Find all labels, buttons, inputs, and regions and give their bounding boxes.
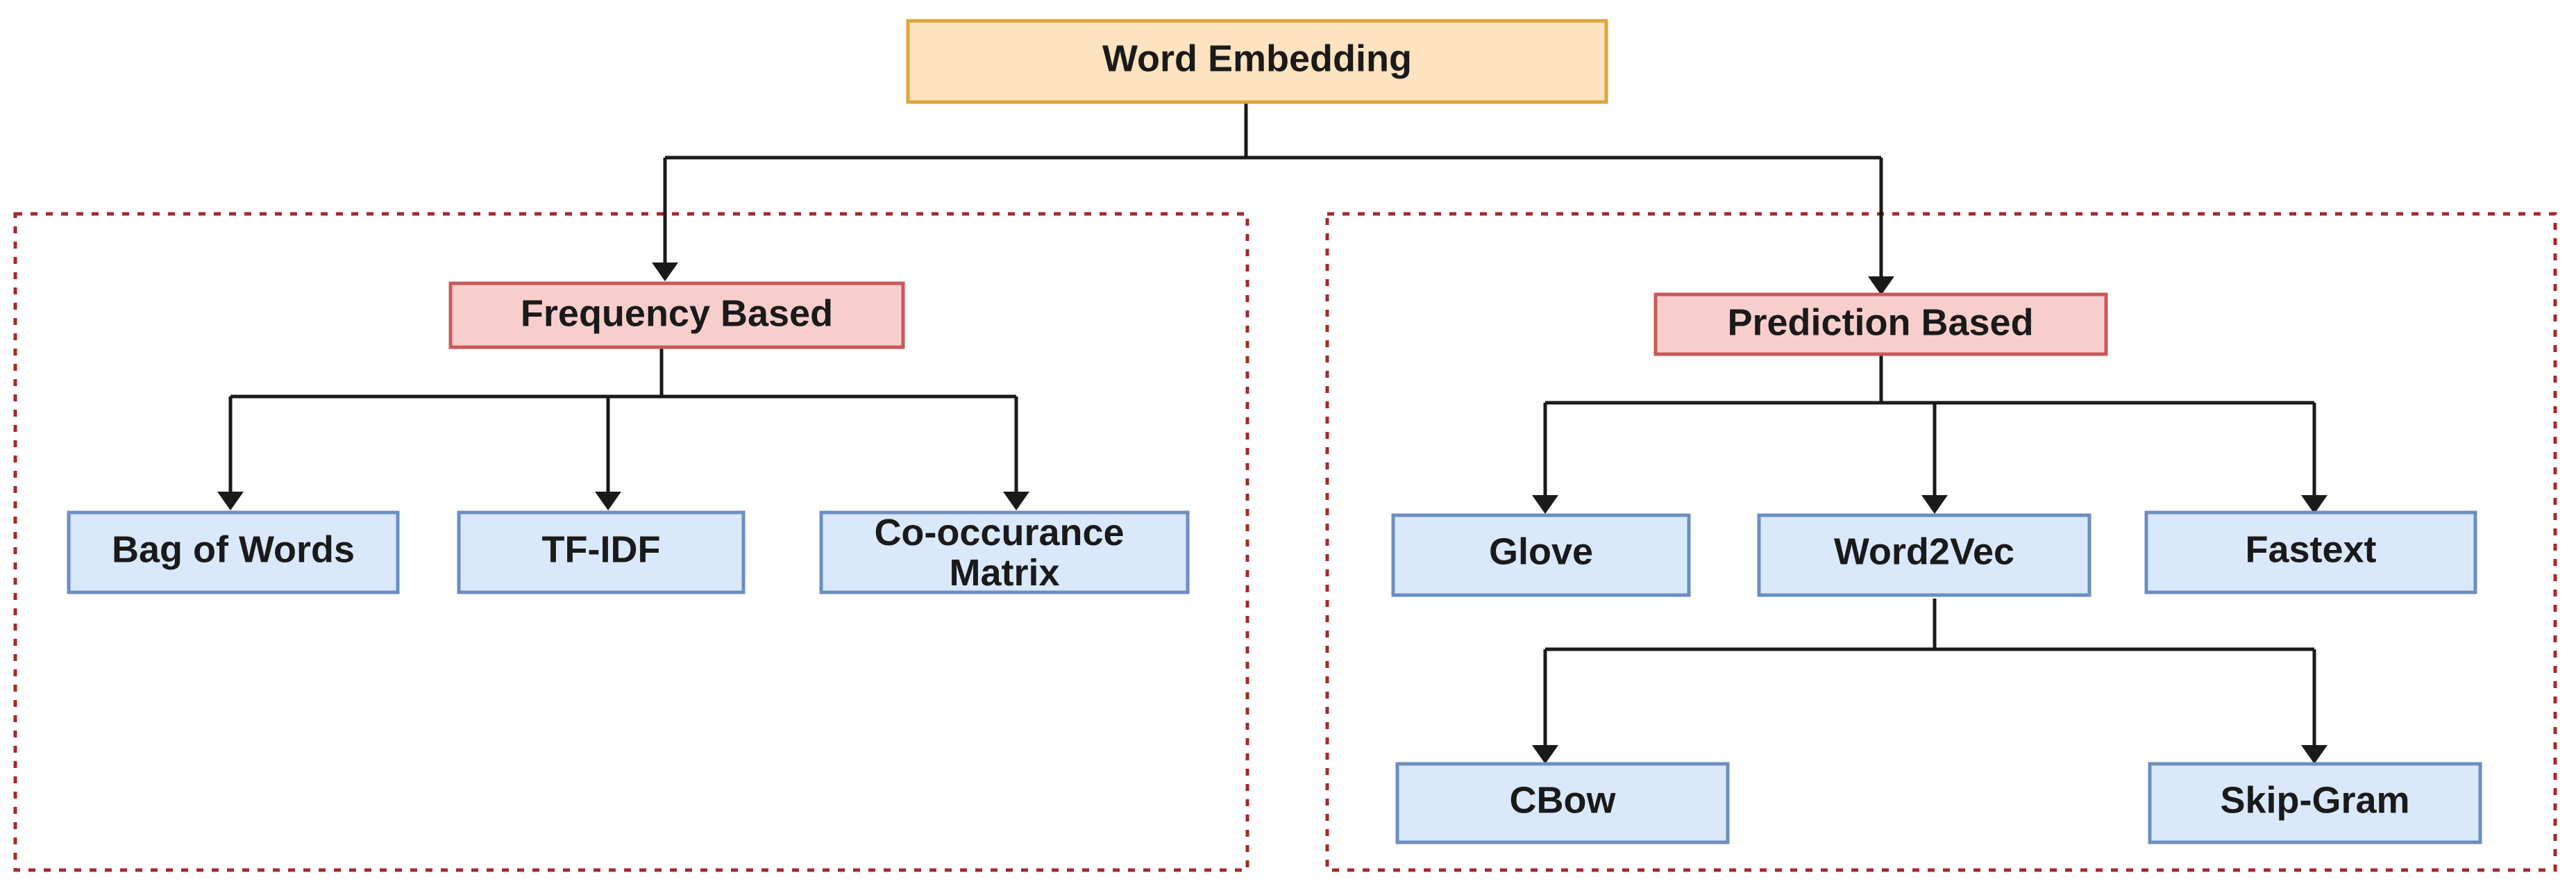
frequency-based-node: Frequency Based (448, 281, 905, 349)
arrowhead-prediction (1868, 276, 1894, 295)
prediction-group-border (1325, 212, 2557, 872)
skip-gram-label: Skip-Gram (2220, 779, 2409, 821)
frequency-based-box (448, 281, 905, 349)
arrowhead-frequency (652, 262, 678, 281)
arrowhead-glove (1532, 495, 1558, 514)
root-node-label: Word Embedding (1102, 37, 1412, 79)
word2vec-box (1757, 513, 2091, 597)
tf-idf-node: TF-IDF (457, 510, 746, 594)
prediction-based-node: Prediction Based (1653, 292, 2108, 356)
root-node: Word Embedding (906, 19, 1608, 104)
tf-idf-label: TF-IDF (542, 528, 661, 570)
bag-of-words-node: Bag of Words (67, 510, 400, 594)
fastext-label: Fastext (2245, 528, 2376, 570)
glove-label: Glove (1489, 531, 1593, 572)
tf-idf-box (457, 510, 746, 594)
skip-gram-box (2148, 762, 2482, 844)
arrowhead-fastext (2301, 495, 2327, 514)
arrowhead-skipgram (2301, 745, 2327, 764)
root-node-box (906, 19, 1608, 104)
arrowhead-word2vec (1921, 495, 1948, 514)
glove-box (1391, 513, 1691, 597)
cbow-label: CBow (1510, 779, 1617, 821)
skip-gram-node: Skip-Gram (2148, 762, 2482, 844)
arrowhead-tfidf (595, 492, 621, 510)
fastext-box (2144, 510, 2477, 594)
co-occurance-line-1: Co-occurance (874, 512, 1124, 553)
prediction-based-box (1653, 292, 2108, 356)
arrowhead-bow (217, 492, 244, 510)
arrowhead-cbow (1532, 745, 1558, 764)
frequency-group-border (13, 212, 1249, 872)
connectors (228, 103, 2316, 746)
word2vec-node: Word2Vec (1757, 513, 2091, 597)
bag-of-words-label: Bag of Words (112, 528, 355, 570)
word2vec-label: Word2Vec (1834, 531, 2014, 572)
co-occurance-matrix-node: Co-occurance Matrix (819, 510, 1190, 594)
prediction-based-label: Prediction Based (1727, 301, 2033, 343)
arrowhead-cooc (1003, 492, 1029, 510)
cbow-node: CBow (1395, 762, 1730, 844)
glove-node: Glove (1391, 513, 1691, 597)
co-occurance-line-2: Matrix (949, 552, 1059, 594)
co-occurance-matrix-box (819, 510, 1190, 594)
co-occurance-matrix-label: Co-occurance Matrix (874, 512, 1134, 594)
bag-of-words-box (67, 510, 400, 594)
frequency-based-label: Frequency Based (521, 292, 833, 334)
cbow-box (1395, 762, 1730, 844)
arrowheads (217, 262, 2327, 764)
fastext-node: Fastext (2144, 510, 2477, 594)
